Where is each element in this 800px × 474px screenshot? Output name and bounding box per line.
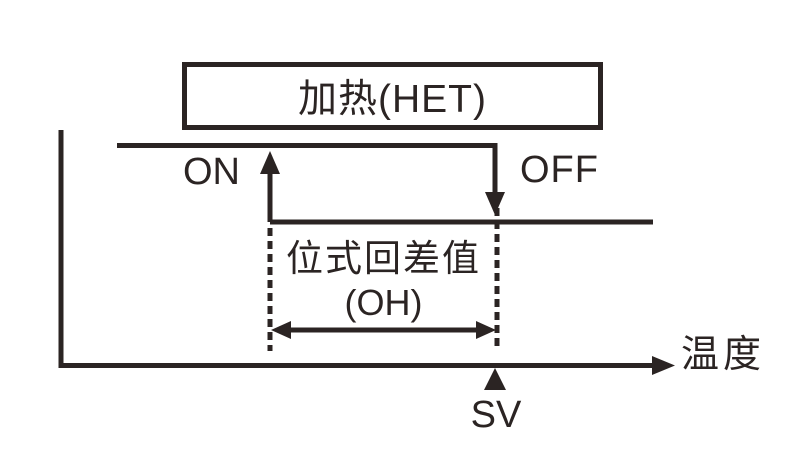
on-label: ON <box>183 151 240 193</box>
hysteresis-code-label: (OH) <box>344 282 423 323</box>
on-up-arrowhead-icon <box>260 151 280 174</box>
on-level-line <box>117 143 498 195</box>
off-label: OFF <box>520 149 599 191</box>
sv-setpoint-label: SV <box>470 394 522 436</box>
hysteresis-right-arrowhead-icon <box>476 321 496 339</box>
heating-title: 加热(HET) <box>298 78 487 121</box>
axis-lines <box>58 130 655 368</box>
hysteresis-left-arrowhead-icon <box>271 321 291 339</box>
axis-arrowhead-icon <box>652 356 675 375</box>
sv-marker-icon <box>484 368 506 390</box>
heating-title-box: 加热(HET) <box>182 62 603 130</box>
off-down-arrowhead-icon <box>485 192 505 215</box>
hysteresis-label: 位式回差值 <box>286 238 481 279</box>
hysteresis-label-group: 位式回差值 (OH) <box>270 240 497 321</box>
temperature-axis-label: 温度 <box>681 334 766 376</box>
